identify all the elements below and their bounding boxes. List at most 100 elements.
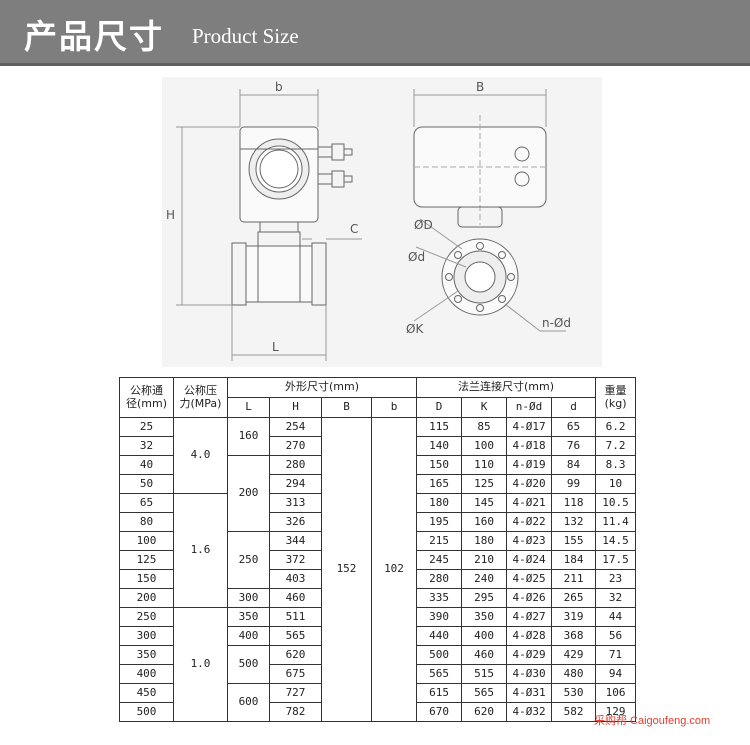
cell-H: 675: [269, 664, 322, 684]
cell-H: 460: [269, 588, 322, 608]
cell-dn: 250: [119, 607, 174, 627]
cell-weight: 14.5: [595, 531, 637, 551]
cell-K: 620: [461, 702, 508, 722]
cell-weight: 71: [595, 645, 637, 665]
cell-weight: 10: [595, 474, 637, 494]
cell-dn: 65: [119, 493, 174, 513]
cell-H: 344: [269, 531, 322, 551]
cell-K: 240: [461, 569, 508, 589]
cell-H: 313: [269, 493, 322, 513]
cell-dn: 500: [119, 702, 174, 722]
dim-label-C: C: [350, 222, 358, 236]
cell-dn: 100: [119, 531, 174, 551]
dimension-drawing: b H C L B ØD Ød ØK n-Ød: [162, 77, 602, 367]
cell-D: 245: [416, 550, 463, 570]
cell-K: 350: [461, 607, 508, 627]
cell-B: 152: [321, 417, 372, 722]
cell-d: 84: [551, 455, 597, 475]
dim-label-d: Ød: [408, 250, 425, 264]
cell-weight: 129: [595, 702, 637, 722]
cell-nd: 4-Ø24: [506, 550, 553, 570]
cell-weight: 17.5: [595, 550, 637, 570]
cell-nd: 4-Ø29: [506, 645, 553, 665]
cell-dn: 50: [119, 474, 174, 494]
cell-L: 250: [227, 531, 270, 589]
cell-nd: 4-Ø26: [506, 588, 553, 608]
cell-d: 211: [551, 569, 597, 589]
cell-H: 403: [269, 569, 322, 589]
cell-H: 511: [269, 607, 322, 627]
cell-nd: 4-Ø18: [506, 436, 553, 456]
cell-H: 280: [269, 455, 322, 475]
watermark: 采购帮 Caigoufeng.com: [594, 715, 711, 727]
cell-H: 565: [269, 626, 322, 646]
cell-H: 727: [269, 683, 322, 703]
cell-D: 165: [416, 474, 463, 494]
header-nd: n-Ød: [506, 397, 553, 418]
cell-nd: 4-Ø19: [506, 455, 553, 475]
section-title-cn: 产品尺寸: [24, 17, 164, 56]
cell-d: 65: [551, 417, 597, 437]
cell-d: 155: [551, 531, 597, 551]
header-weight: 重量(kg): [595, 377, 637, 418]
cell-H: 372: [269, 550, 322, 570]
cell-D: 180: [416, 493, 463, 513]
cell-L: 500: [227, 645, 270, 684]
cell-dn: 450: [119, 683, 174, 703]
cell-D: 615: [416, 683, 463, 703]
cell-dn: 200: [119, 588, 174, 608]
cell-d: 118: [551, 493, 597, 513]
cell-K: 565: [461, 683, 508, 703]
cell-d: 265: [551, 588, 597, 608]
cell-d: 368: [551, 626, 597, 646]
cell-weight: 6.2: [595, 417, 637, 437]
cell-D: 500: [416, 645, 463, 665]
cell-dn: 32: [119, 436, 174, 456]
cell-dn: 300: [119, 626, 174, 646]
cell-H: 294: [269, 474, 322, 494]
cell-dn: 150: [119, 569, 174, 589]
dim-label-H: H: [166, 208, 175, 222]
cell-D: 335: [416, 588, 463, 608]
cell-dn: 40: [119, 455, 174, 475]
cell-pressure: 1.0: [173, 607, 228, 722]
cell-K: 515: [461, 664, 508, 684]
cell-nd: 4-Ø28: [506, 626, 553, 646]
header-D: D: [416, 397, 463, 418]
cell-b: 102: [370, 417, 418, 722]
cell-L: 200: [227, 455, 270, 532]
cell-dn: 125: [119, 550, 174, 570]
header-K: K: [461, 397, 508, 418]
cell-nd: 4-Ø31: [506, 683, 553, 703]
cell-weight: 7.2: [595, 436, 637, 456]
cell-H: 620: [269, 645, 322, 665]
cell-D: 215: [416, 531, 463, 551]
cell-d: 184: [551, 550, 597, 570]
dim-label-K: ØK: [406, 322, 424, 336]
header-L: L: [227, 397, 270, 418]
cell-nd: 4-Ø23: [506, 531, 553, 551]
cell-H: 254: [269, 417, 322, 437]
cell-nd: 4-Ø30: [506, 664, 553, 684]
cell-D: 565: [416, 664, 463, 684]
dimension-table: 公称通径(mm) 公称压力(MPa) 外形尺寸(mm) 法兰连接尺寸(mm) 重…: [119, 377, 637, 722]
cell-weight: 94: [595, 664, 637, 684]
table-subheader-row: L H B b D K n-Ød d: [120, 397, 636, 418]
header-B: B: [321, 397, 372, 418]
cell-D: 280: [416, 569, 463, 589]
cell-pressure: 1.6: [173, 493, 228, 608]
cell-d: 530: [551, 683, 597, 703]
cell-H: 782: [269, 702, 322, 722]
table-header-row: 公称通径(mm) 公称压力(MPa) 外形尺寸(mm) 法兰连接尺寸(mm) 重…: [119, 377, 637, 418]
header-b: b: [370, 397, 418, 418]
cell-d: 132: [551, 512, 597, 532]
cell-D: 390: [416, 607, 463, 627]
cell-H: 326: [269, 512, 322, 532]
cell-weight: 8.3: [595, 455, 637, 475]
cell-weight: 10.5: [595, 493, 637, 513]
